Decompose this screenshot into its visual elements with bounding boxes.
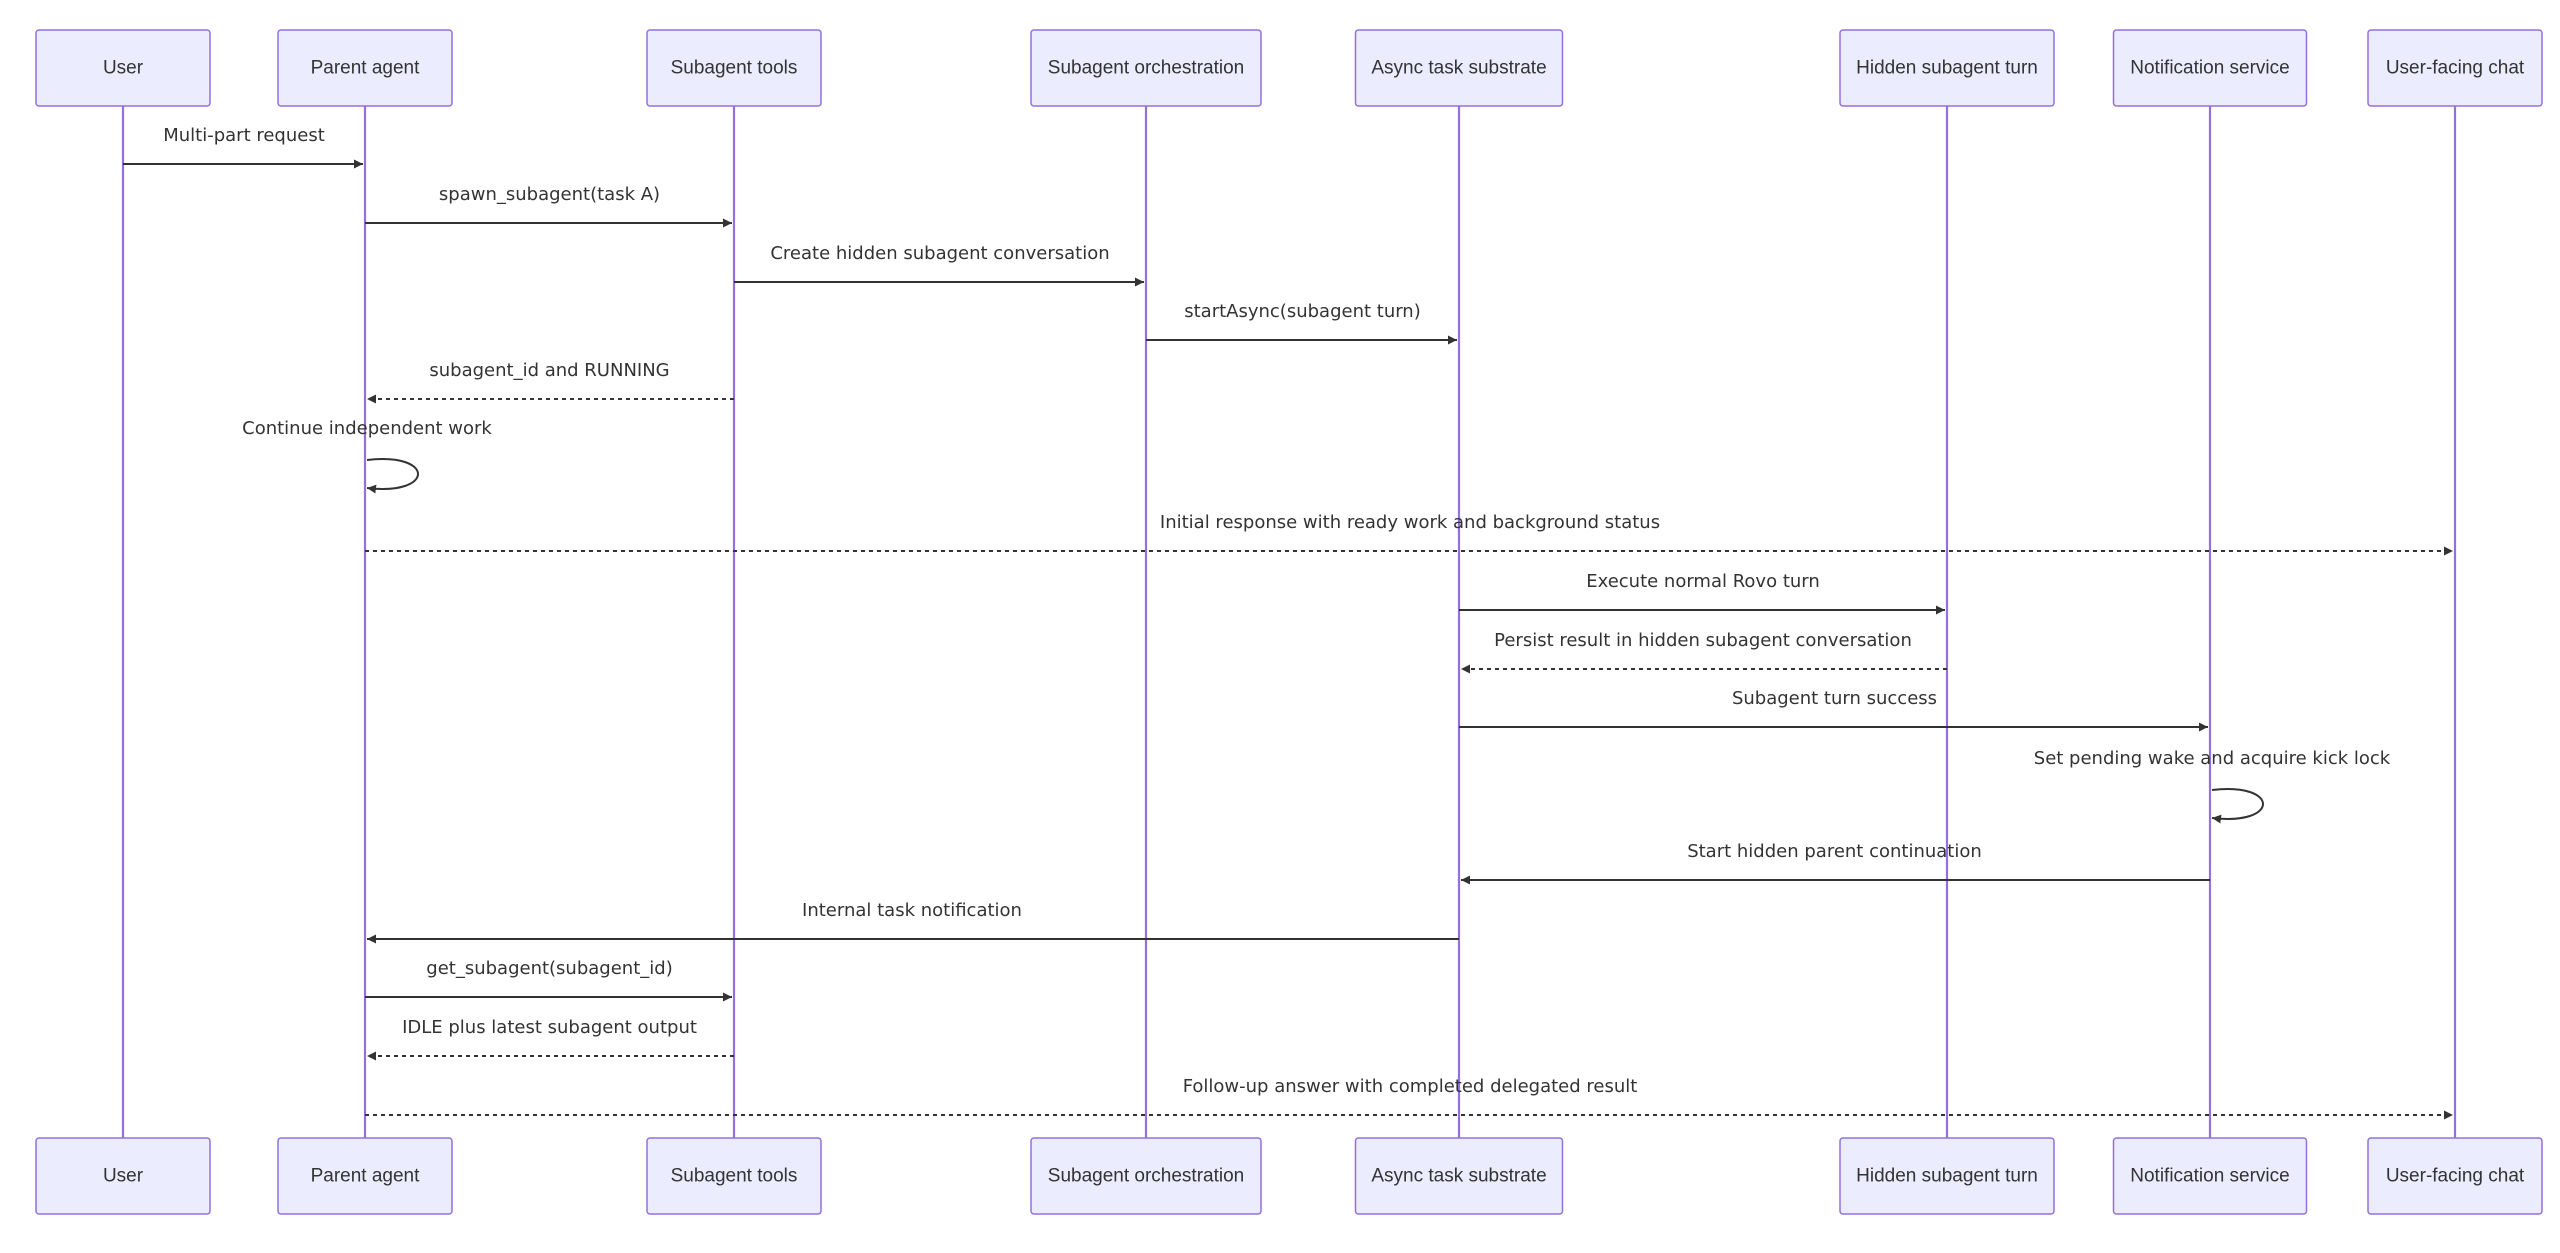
actor-label: Parent agent — [311, 1166, 421, 1187]
actor-box — [1030, 1137, 1262, 1215]
message-3: Create hidden subagent conversation — [734, 243, 1144, 287]
actor-label: User — [103, 1166, 144, 1187]
actor-chat-bottom: User-facing chat — [2367, 1137, 2543, 1215]
actor-box — [35, 29, 211, 107]
message-label: Internal task notification — [802, 900, 1022, 921]
actor-box — [2367, 1137, 2543, 1215]
actor-orch-top: Subagent orchestration — [1030, 29, 1262, 107]
actor-label: Subagent orchestration — [1048, 1166, 1244, 1187]
message-label: get_subagent(subagent_id) — [426, 958, 672, 979]
actor-label: Hidden subagent turn — [1856, 1166, 2038, 1187]
message-11: Set pending wake and acquire kick lock — [2034, 748, 2391, 824]
message-4: startAsync(subagent turn) — [1146, 301, 1457, 345]
actor-label: Async task substrate — [1371, 1166, 1546, 1187]
actor-box — [1839, 29, 2055, 107]
actor-notify-top: Notification service — [2112, 29, 2308, 107]
actor-box — [35, 1137, 211, 1215]
actor-box — [2112, 1137, 2308, 1215]
actor-box — [2112, 29, 2308, 107]
actor-parent-top: Parent agent — [277, 29, 453, 107]
actor-box — [277, 1137, 453, 1215]
message-label: Subagent turn success — [1732, 688, 1937, 709]
actor-label: Subagent tools — [671, 58, 798, 79]
message-label: Create hidden subagent conversation — [770, 243, 1109, 264]
actor-label: Parent agent — [311, 58, 421, 79]
actor-box — [1354, 1137, 1564, 1215]
message-12: Start hidden parent continuation — [1461, 841, 2210, 885]
message-16: Follow-up answer with completed delegate… — [365, 1076, 2453, 1120]
message-label: Start hidden parent continuation — [1687, 841, 1982, 862]
actor-chat-top: User-facing chat — [2367, 29, 2543, 107]
message-label: subagent_id and RUNNING — [429, 360, 669, 381]
message-13: Internal task notification — [367, 900, 1459, 944]
actor-box — [1839, 1137, 2055, 1215]
message-14: get_subagent(subagent_id) — [365, 958, 732, 1002]
message-label: Multi-part request — [163, 125, 325, 146]
actor-box — [646, 29, 822, 107]
message-5: subagent_id and RUNNING — [367, 360, 734, 404]
actor-hidden-bottom: Hidden subagent turn — [1839, 1137, 2055, 1215]
actor-notify-bottom: Notification service — [2112, 1137, 2308, 1215]
actor-orch-bottom: Subagent orchestration — [1030, 1137, 1262, 1215]
message-15: IDLE plus latest subagent output — [367, 1017, 734, 1061]
actor-label: Subagent orchestration — [1048, 58, 1244, 79]
message-label: Persist result in hidden subagent conver… — [1494, 630, 1912, 651]
actor-label: User-facing chat — [2386, 1166, 2525, 1187]
message-label: spawn_subagent(task A) — [439, 184, 660, 205]
actor-async-top: Async task substrate — [1354, 29, 1564, 107]
actor-user-top: User — [35, 29, 211, 107]
actor-label: Async task substrate — [1371, 58, 1546, 79]
actor-label: User — [103, 58, 144, 79]
message-8: Execute normal Rovo turn — [1459, 571, 1945, 615]
actor-label: Notification service — [2130, 1166, 2289, 1187]
actor-box — [1030, 29, 1262, 107]
message-label: Initial response with ready work and bac… — [1160, 512, 1660, 533]
message-label: IDLE plus latest subagent output — [402, 1017, 697, 1038]
actor-box — [1354, 29, 1564, 107]
actor-box — [646, 1137, 822, 1215]
actor-label: Subagent tools — [671, 1166, 798, 1187]
message-1: Multi-part request — [123, 125, 363, 169]
message-label: Set pending wake and acquire kick lock — [2034, 748, 2391, 769]
actor-user-bottom: User — [35, 1137, 211, 1215]
message-label: Execute normal Rovo turn — [1586, 571, 1820, 592]
actor-tools-bottom: Subagent tools — [646, 1137, 822, 1215]
actor-async-bottom: Async task substrate — [1354, 1137, 1564, 1215]
actor-box — [277, 29, 453, 107]
actor-label: Notification service — [2130, 58, 2289, 79]
message-arrow — [366, 458, 419, 494]
message-9: Persist result in hidden subagent conver… — [1461, 630, 1947, 674]
actor-label: User-facing chat — [2386, 58, 2525, 79]
actor-tools-top: Subagent tools — [646, 29, 822, 107]
message-7: Initial response with ready work and bac… — [365, 512, 2453, 556]
message-2: spawn_subagent(task A) — [365, 184, 732, 228]
message-6: Continue independent work — [242, 418, 492, 494]
actor-box — [2367, 29, 2543, 107]
message-arrow — [2211, 788, 2264, 824]
message-10: Subagent turn success — [1459, 688, 2208, 732]
message-label: startAsync(subagent turn) — [1184, 301, 1421, 322]
message-label: Follow-up answer with completed delegate… — [1183, 1076, 1638, 1097]
message-label: Continue independent work — [242, 418, 492, 439]
actor-label: Hidden subagent turn — [1856, 58, 2038, 79]
actor-parent-bottom: Parent agent — [277, 1137, 453, 1215]
actor-hidden-top: Hidden subagent turn — [1839, 29, 2055, 107]
